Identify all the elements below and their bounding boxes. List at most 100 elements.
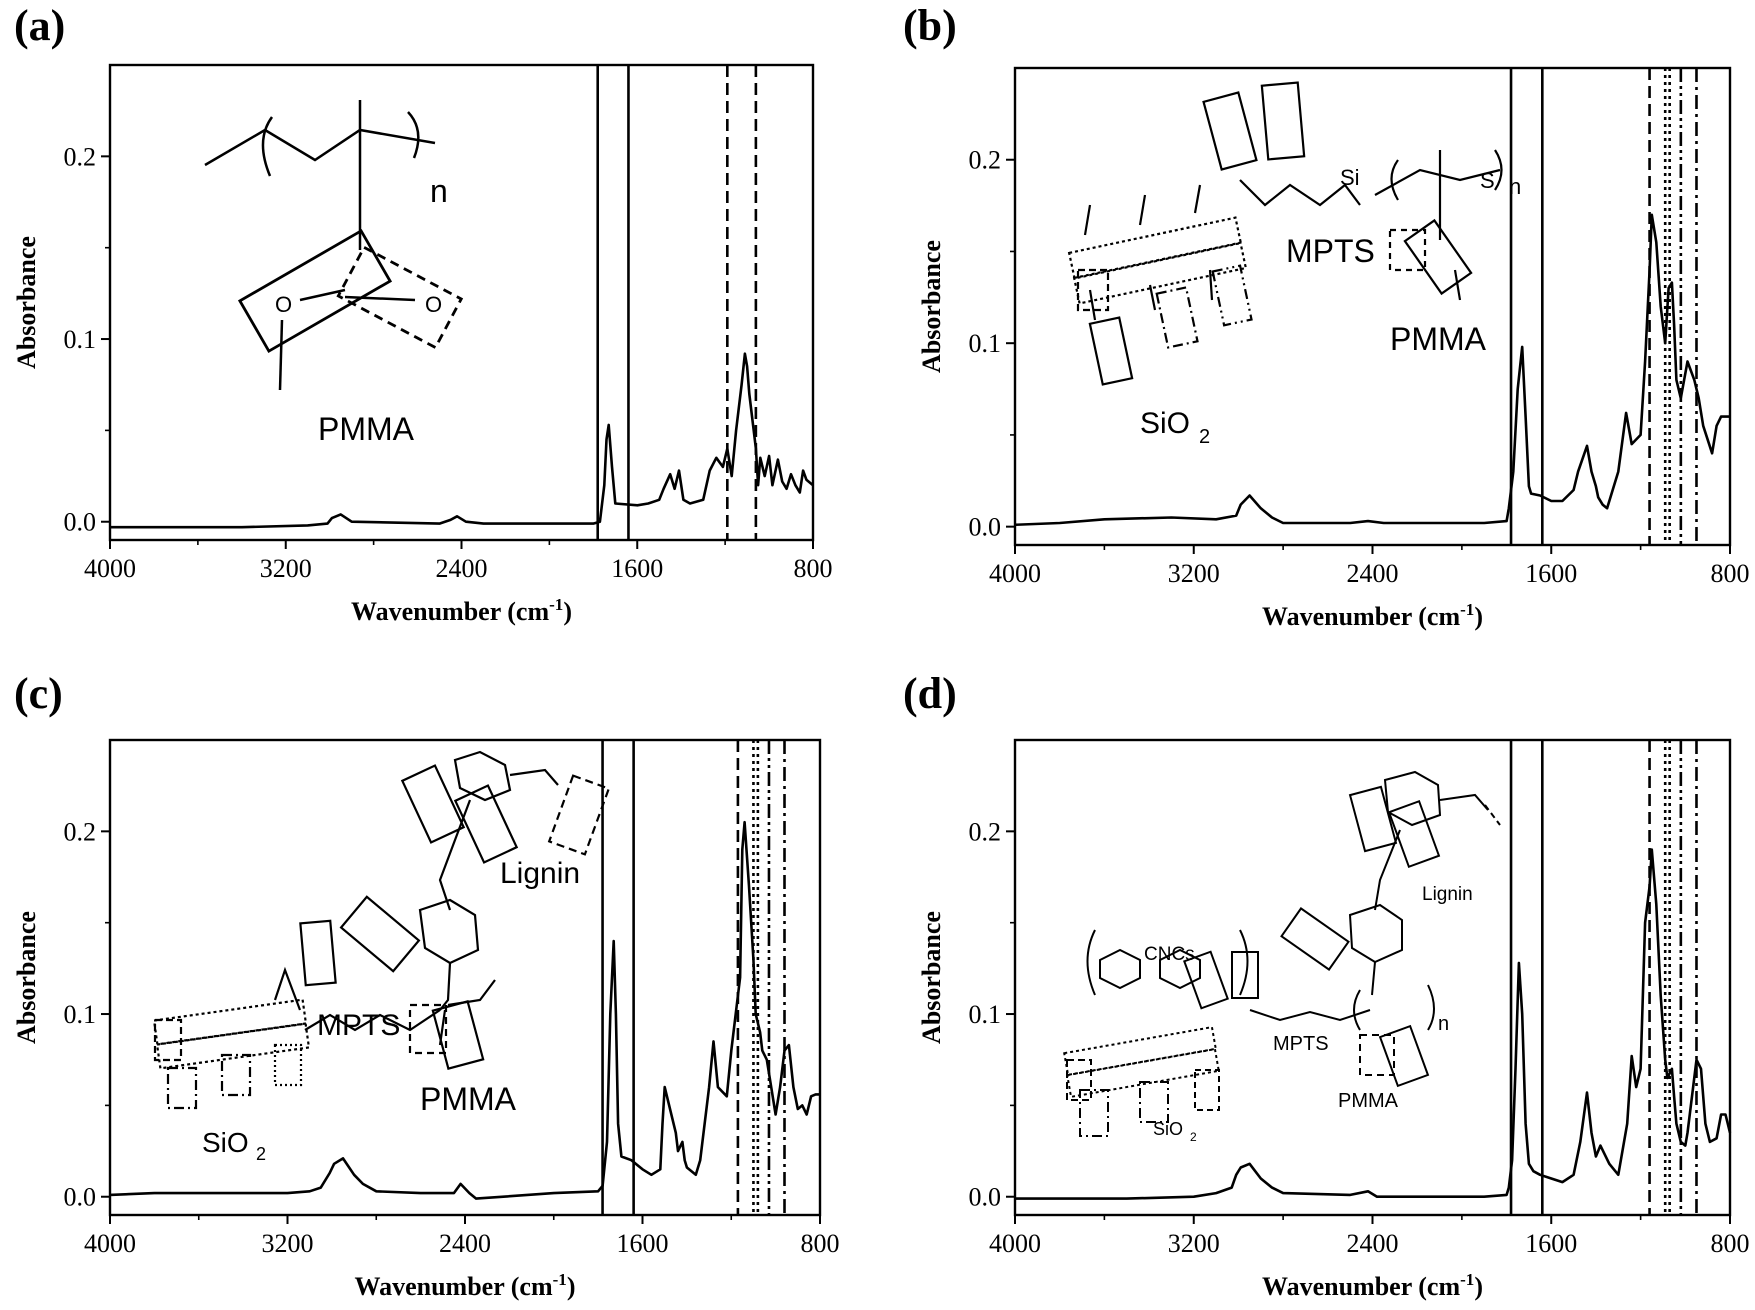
structure-label: SiO bbox=[1153, 1119, 1183, 1139]
ether-box-solid bbox=[1260, 81, 1306, 161]
x-axis-title: Wavenumber (cm-1) bbox=[355, 1270, 576, 1301]
y-tick-label: 0.2 bbox=[969, 817, 1002, 846]
aromatic-ring bbox=[1383, 770, 1442, 827]
bracket-right bbox=[1239, 929, 1249, 996]
spectrum-line bbox=[110, 352, 814, 529]
structure-label: Si bbox=[1340, 165, 1360, 190]
structure-label: Lignin bbox=[1422, 884, 1473, 905]
panel-label-a: (a) bbox=[14, 1, 65, 50]
x-axis-title: Wavenumber (cm-1) bbox=[1262, 600, 1483, 631]
aromatic-ring bbox=[418, 898, 480, 965]
silanol-box-dashed bbox=[153, 1018, 183, 1062]
bond-line bbox=[304, 962, 452, 1032]
silica-box-dotted bbox=[1063, 1025, 1217, 1077]
panel-b: (b) Si S n MPTS PMMA SiO 2 bbox=[903, 1, 1521, 448]
bond-line bbox=[299, 288, 416, 302]
silanol-box-dashed bbox=[1194, 1069, 1220, 1111]
silanol-box-dashdot bbox=[1155, 286, 1199, 349]
structure-label: O bbox=[275, 292, 292, 317]
structure-label: PMMA bbox=[420, 1081, 517, 1117]
y-axis-title: Absorbance bbox=[917, 240, 946, 373]
x-tick-label: 1600 bbox=[1525, 559, 1577, 588]
x-axis-title: Wavenumber (cm-1) bbox=[351, 595, 572, 626]
x-tick-label: 1600 bbox=[1525, 1229, 1577, 1258]
bond-line bbox=[1374, 829, 1401, 911]
silanol-box-dashdot bbox=[1211, 264, 1253, 327]
silanol-box-dashdot bbox=[166, 1066, 198, 1110]
ester-box-solid bbox=[1403, 218, 1473, 296]
y-tick-label: 0.1 bbox=[64, 1000, 97, 1029]
bracket-right bbox=[407, 111, 420, 159]
structure-label: SiO bbox=[1140, 407, 1190, 440]
structure-label: SiO bbox=[202, 1127, 249, 1158]
x-tick-label: 1600 bbox=[617, 1229, 669, 1258]
y-tick-label: 0.0 bbox=[969, 513, 1002, 542]
ester-box-solid bbox=[237, 228, 393, 354]
y-tick-label: 0.0 bbox=[64, 1183, 97, 1212]
y-tick-label: 0.0 bbox=[64, 508, 97, 537]
aromatic-ring bbox=[1348, 903, 1403, 964]
x-tick-label: 1600 bbox=[611, 554, 663, 583]
x-tick-label: 2400 bbox=[1347, 559, 1399, 588]
y-tick-label: 0.1 bbox=[969, 1000, 1002, 1029]
silanol-box-dashdot bbox=[1139, 1081, 1169, 1123]
bracket-left bbox=[261, 116, 274, 177]
y-axis-title: Absorbance bbox=[12, 236, 41, 369]
y-axis-title: Absorbance bbox=[917, 911, 946, 1044]
structure-label: 2 bbox=[1190, 1130, 1197, 1144]
cncs-lignin-mpts-pmma-sio2-structure bbox=[1063, 770, 1501, 1137]
bond-line bbox=[204, 128, 436, 167]
lignin-mpts-pmma-sio2-structure bbox=[152, 750, 611, 1110]
ether-box-solid bbox=[400, 764, 466, 844]
y-axis-title: Absorbance bbox=[12, 911, 41, 1044]
y-tick-label: 0.1 bbox=[969, 329, 1002, 358]
x-tick-label: 2400 bbox=[436, 554, 488, 583]
bond-line bbox=[1083, 184, 1214, 321]
structure-label: 2 bbox=[1199, 426, 1210, 448]
x-tick-label: 800 bbox=[1711, 1229, 1750, 1258]
x-tick-label: 3200 bbox=[260, 554, 312, 583]
aldehyde-box-dashed bbox=[547, 774, 611, 856]
silica-box-dotted bbox=[1067, 216, 1243, 280]
structure-label: MPTS bbox=[1286, 233, 1375, 269]
silanol-box-dotted bbox=[273, 1043, 303, 1087]
mpts-pmma-sio2-structure bbox=[1067, 81, 1503, 386]
bond-line bbox=[438, 799, 472, 911]
spectrum-line bbox=[1015, 848, 1732, 1200]
structure-label: PMMA bbox=[1338, 1090, 1399, 1112]
silanol-box-dashdot bbox=[220, 1053, 252, 1097]
x-tick-label: 4000 bbox=[989, 559, 1041, 588]
y-tick-label: 0.2 bbox=[969, 146, 1002, 175]
bracket-right bbox=[1427, 984, 1435, 1031]
aldehyde-bond bbox=[1484, 804, 1501, 826]
plot-frame bbox=[1013, 66, 1732, 547]
bond-line bbox=[273, 966, 302, 1011]
panel-label-c: (c) bbox=[14, 669, 63, 718]
x-axis-title: Wavenumber (cm-1) bbox=[1262, 1270, 1483, 1301]
ester-box-solid bbox=[1378, 1024, 1430, 1088]
panel-label-b: (b) bbox=[903, 1, 957, 50]
panel-c: (c) Lignin MPTS PMMA SiO 2 bbox=[14, 669, 611, 1164]
x-tick-label: 2400 bbox=[1347, 1229, 1399, 1258]
bond-line bbox=[1239, 179, 1361, 207]
hydroxyl-box-solid bbox=[1387, 799, 1441, 869]
bracket-right bbox=[1494, 149, 1503, 191]
silanol-box-solid bbox=[1088, 316, 1134, 386]
silanol-box-dashed bbox=[1066, 1059, 1092, 1101]
silanol-box-dashed bbox=[1076, 268, 1110, 312]
silica-box-dotted bbox=[1066, 1047, 1220, 1099]
structure-label: n bbox=[1438, 1013, 1449, 1035]
structure-label: O bbox=[425, 292, 442, 317]
structure-label: 2 bbox=[256, 1144, 266, 1164]
bond-line bbox=[1439, 793, 1489, 811]
y-tick-label: 0.0 bbox=[969, 1183, 1002, 1212]
structure-label: Lignin bbox=[500, 857, 580, 890]
ether-box-solid bbox=[1348, 785, 1398, 853]
x-tick-label: 4000 bbox=[84, 554, 136, 583]
panel-label-d: (d) bbox=[903, 669, 957, 718]
